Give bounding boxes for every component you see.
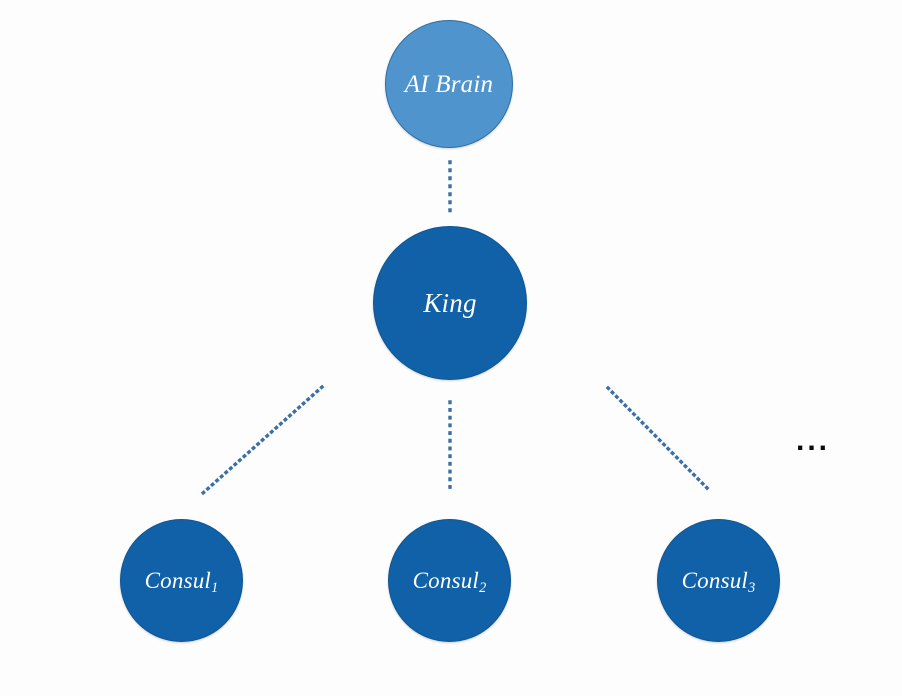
node-consul-3-label: Consul3 bbox=[681, 568, 756, 595]
node-consul-1-subscript: 1 bbox=[211, 580, 219, 597]
node-consul-1-base: Consul bbox=[144, 568, 212, 593]
node-consul-3[interactable]: Consul3 bbox=[657, 519, 780, 642]
node-king[interactable]: King bbox=[373, 226, 527, 380]
node-consul-1-label: Consul1 bbox=[144, 568, 219, 595]
node-consul-2-label: Consul2 bbox=[412, 568, 487, 595]
node-ai-brain-label: AI Brain bbox=[404, 70, 494, 98]
node-consul-2-base: Consul bbox=[412, 568, 480, 593]
node-consul-2[interactable]: Consul2 bbox=[388, 519, 511, 642]
node-consul-2-subscript: 2 bbox=[479, 580, 487, 597]
node-consul-1[interactable]: Consul1 bbox=[120, 519, 243, 642]
ellipsis-more-nodes: ... bbox=[795, 424, 830, 457]
node-consul-3-subscript: 3 bbox=[748, 580, 756, 597]
node-consul-3-base: Consul bbox=[681, 568, 749, 593]
node-king-label: King bbox=[423, 287, 477, 318]
edge-king-to-consul-1 bbox=[200, 384, 325, 496]
edge-king-to-consul-3 bbox=[605, 385, 714, 495]
node-ai-brain[interactable]: AI Brain bbox=[385, 20, 513, 148]
